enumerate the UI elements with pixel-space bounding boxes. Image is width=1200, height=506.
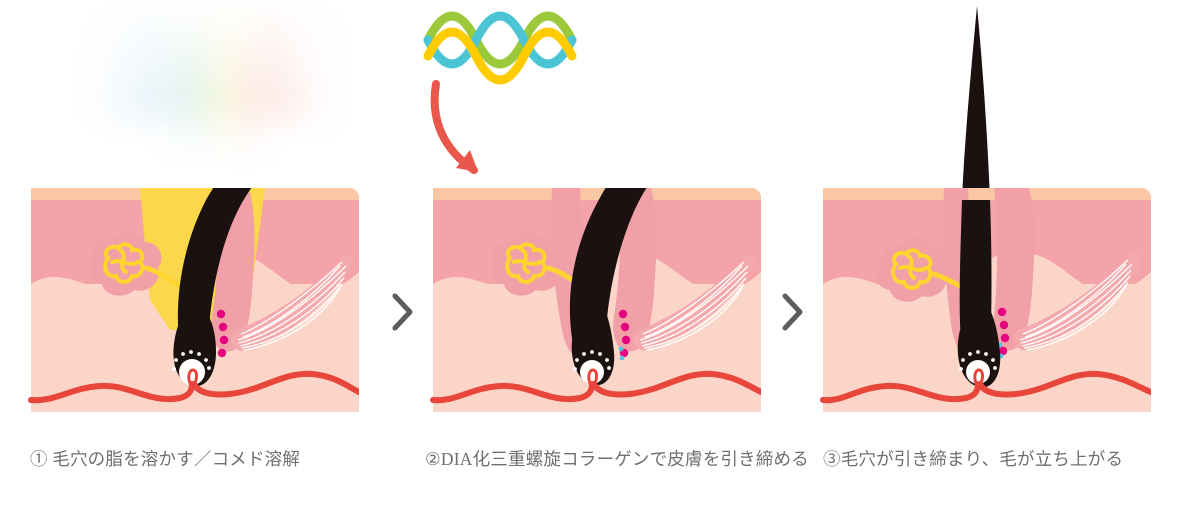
arrector-pili-muscle bbox=[633, 254, 756, 351]
collagen-helix-icon bbox=[423, 11, 577, 85]
blood-vessel bbox=[28, 370, 359, 404]
stratum-corneum-layer bbox=[823, 188, 1151, 200]
panel-step-3 bbox=[812, 0, 1162, 440]
nerve-dots bbox=[216, 309, 229, 358]
hair-shaft-upper bbox=[962, 6, 990, 200]
muscle-fibers bbox=[237, 261, 347, 351]
muscle-fibers bbox=[639, 261, 749, 351]
papilla-dots bbox=[573, 350, 611, 371]
blood-vessel bbox=[820, 370, 1151, 404]
sebaceous-gland bbox=[491, 231, 585, 296]
dermal-papilla bbox=[172, 350, 211, 387]
chevron-right-icon bbox=[392, 293, 413, 331]
papilla-dots bbox=[959, 350, 997, 371]
nerve-dots bbox=[618, 309, 631, 361]
step-separator-1 bbox=[382, 282, 422, 342]
arrector-pili-muscle bbox=[231, 254, 354, 351]
sebaceous-gland bbox=[89, 231, 183, 296]
papilla-capillary bbox=[187, 368, 198, 387]
papilla-dots bbox=[172, 350, 211, 371]
step-separator-2 bbox=[770, 282, 810, 342]
hair-shaft bbox=[959, 200, 992, 352]
skin-cross-section bbox=[430, 188, 761, 412]
sebaceous-duct bbox=[143, 265, 183, 289]
application-arrow-head bbox=[456, 150, 478, 172]
papilla-capillary bbox=[973, 368, 984, 387]
panel-step-1 bbox=[20, 0, 370, 440]
skin-cross-section bbox=[28, 188, 359, 412]
muscle-fibers bbox=[1019, 259, 1133, 351]
panel-step-2 bbox=[422, 0, 772, 440]
dermal-papilla bbox=[959, 350, 997, 387]
blood-vessel bbox=[430, 370, 761, 404]
caption-step-2: ②DIA化三重螺旋コラーゲンで皮膚を引き締める bbox=[425, 449, 809, 469]
sebum-plug-top bbox=[146, 188, 212, 230]
dermal-papilla bbox=[573, 350, 611, 387]
caption-step-1: ① 毛穴の脂を溶かす／コメド溶解 bbox=[30, 449, 301, 469]
skin-cross-section bbox=[820, 188, 1151, 412]
chevron-right-icon bbox=[782, 293, 803, 331]
caption-step-3: ③毛穴が引き締まり、毛が立ち上がる bbox=[823, 449, 1124, 469]
stratum-corneum-layer bbox=[433, 188, 761, 200]
arrector-pili-muscle bbox=[1013, 252, 1142, 351]
papilla-capillary bbox=[587, 368, 598, 387]
